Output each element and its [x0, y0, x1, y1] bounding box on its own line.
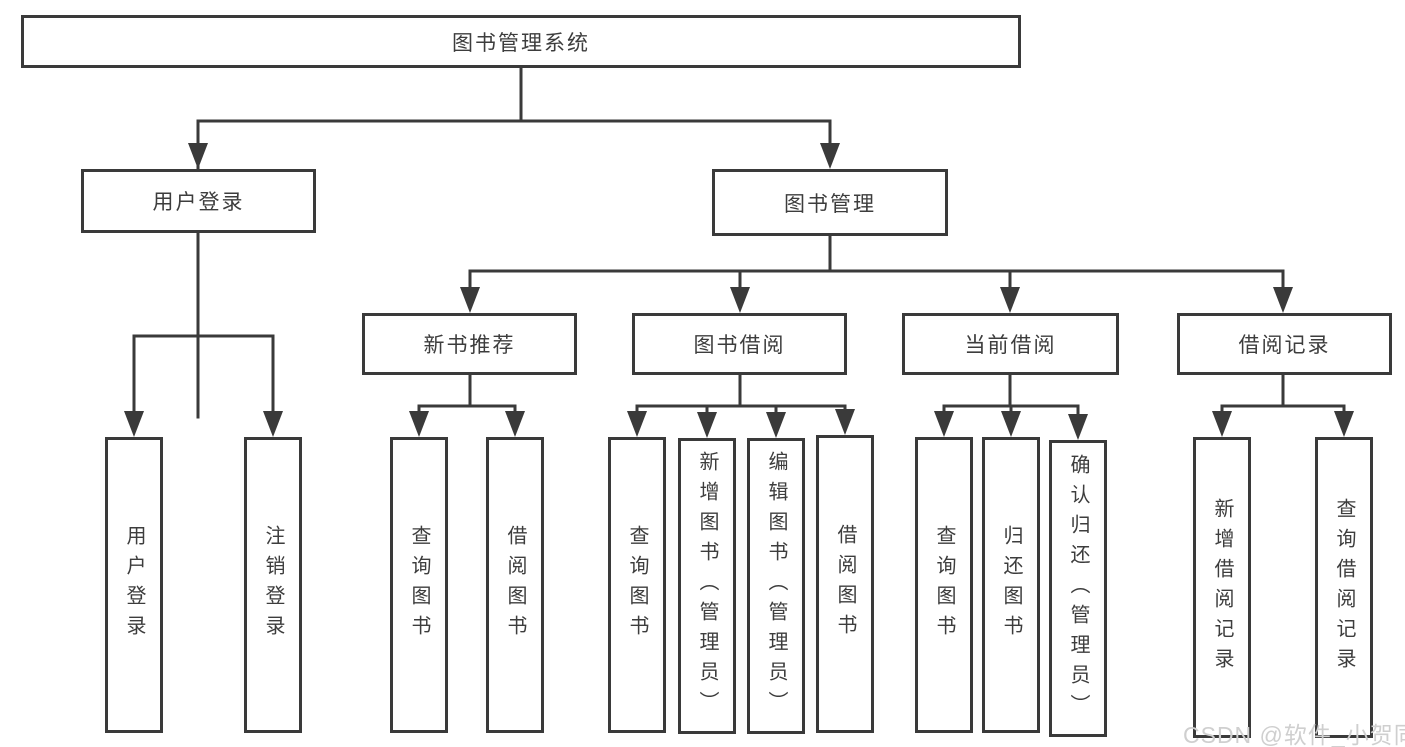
arrowhead-down: [1212, 411, 1232, 437]
arrowhead-down: [820, 143, 840, 169]
leaf-user-login: 用户登录: [105, 437, 163, 733]
node-label: 当前借阅: [964, 334, 1057, 357]
leaf-logout: 注销登录: [244, 437, 302, 733]
node-label: 图书管理系统: [452, 31, 590, 55]
arrowhead-down: [1068, 414, 1088, 440]
node-user-login: 用户登录: [81, 169, 316, 233]
watermark: CSDN @软件_小贺同学: [1183, 722, 1405, 747]
node-new-book-recommend: 新书推荐: [362, 313, 577, 375]
node-book-management: 图书管理: [712, 169, 948, 236]
arrowhead-down: [409, 411, 429, 437]
node-label: 查询图书: [933, 525, 955, 645]
arrowhead-down: [766, 412, 786, 438]
node-label: 查询图书: [408, 525, 430, 645]
node-label: 借阅图书: [834, 524, 856, 644]
arrowhead-down: [1334, 411, 1354, 437]
node-label: 用户登录: [123, 525, 145, 645]
arrowhead-down: [1000, 287, 1020, 313]
leaf-edit-books-admin: 编辑图书（管理员）: [747, 438, 805, 734]
arrowhead-down: [697, 412, 717, 438]
arrowhead-down: [730, 287, 750, 313]
leaf-query-books-borrow: 查询图书: [608, 437, 666, 733]
node-label: 查询图书: [626, 525, 648, 645]
node-label: 借阅图书: [504, 525, 526, 645]
leaf-query-borrow-record: 查询借阅记录: [1315, 437, 1373, 738]
node-label: 用户登录: [152, 191, 245, 214]
node-label: 新增图书（管理员）: [696, 451, 718, 721]
node-label: 编辑图书（管理员）: [765, 451, 787, 721]
node-book-borrow: 图书借阅: [632, 313, 847, 375]
node-label: 新书推荐: [423, 334, 516, 357]
node-borrow-records: 借阅记录: [1177, 313, 1392, 375]
arrowhead-down: [1273, 287, 1293, 313]
arrowheads: [124, 143, 1354, 440]
node-label: 查询借阅记录: [1333, 497, 1355, 678]
arrowhead-down: [460, 287, 480, 313]
arrowhead-down: [124, 411, 144, 437]
leaf-query-books-recommend: 查询图书: [390, 437, 448, 733]
leaf-confirm-return-admin: 确认归还（管理员）: [1049, 440, 1107, 737]
leaf-borrow-books: 借阅图书: [816, 435, 874, 733]
node-label: 归还图书: [1000, 525, 1022, 645]
node-label: 确认归还（管理员）: [1067, 453, 1089, 724]
leaf-query-books-current: 查询图书: [915, 437, 973, 733]
arrowhead-down: [934, 411, 954, 437]
node-label: 图书管理: [784, 192, 876, 216]
arrowhead-down: [835, 409, 855, 435]
arrowhead-down: [505, 411, 525, 437]
node-library-management-system: 图书管理系统: [21, 15, 1021, 68]
node-label: 新增借阅记录: [1211, 497, 1233, 678]
leaf-add-books-admin: 新增图书（管理员）: [678, 438, 736, 734]
node-current-borrow: 当前借阅: [902, 313, 1119, 375]
leaf-borrow-books-recommend: 借阅图书: [486, 437, 544, 733]
arrowhead-down: [263, 411, 283, 437]
arrowhead-down: [188, 143, 208, 169]
leaf-add-borrow-record: 新增借阅记录: [1193, 437, 1251, 738]
leaf-return-books: 归还图书: [982, 437, 1040, 733]
node-label: 借阅记录: [1238, 334, 1331, 357]
arrowhead-down: [627, 411, 647, 437]
node-label: 注销登录: [262, 525, 284, 645]
node-label: 图书借阅: [693, 334, 786, 357]
arrowhead-down: [1001, 411, 1021, 437]
